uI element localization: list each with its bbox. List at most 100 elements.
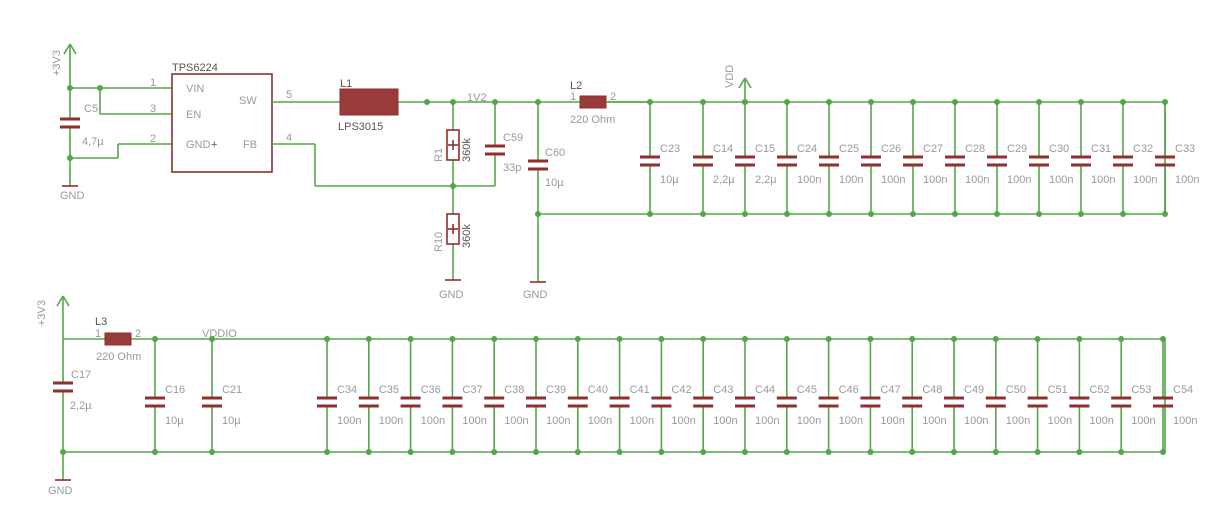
capacitor-value: 100n	[1091, 174, 1115, 186]
junction-top	[491, 336, 498, 342]
junction-bottom	[1162, 211, 1168, 217]
capacitor-value: 100n	[881, 174, 905, 186]
l2-value: 220 Ohm	[570, 114, 615, 126]
ic-tps6224: TPS6224 1 VIN 3 EN 2 GND + 5 SW 4 FB	[150, 62, 292, 173]
l3-value: 220 Ohm	[96, 351, 141, 363]
c60-name: C60	[545, 147, 565, 159]
capacitor-name: C31	[1091, 143, 1111, 155]
ic-pin-num-en: 3	[150, 103, 156, 115]
capacitor-c31: C31 100n	[1071, 99, 1115, 217]
capacitor-value: 100n	[797, 415, 821, 427]
junction-bottom	[1034, 449, 1041, 455]
top-capacitor-bank: C2310µC142,2µC152,2µC24100nC25100nC26100…	[640, 99, 1199, 217]
junction-top	[1118, 336, 1125, 342]
capacitor-value: 100n	[588, 415, 612, 427]
capacitor-value: 100n	[671, 415, 695, 427]
l3-pin1: 1	[95, 328, 101, 340]
junction-top	[647, 99, 653, 105]
capacitor-value: 100n	[379, 415, 403, 427]
junction-top	[783, 336, 790, 342]
junction-bottom	[407, 449, 414, 455]
capacitor-name: C28	[965, 143, 985, 155]
junction-top	[449, 336, 456, 342]
junction-bottom	[324, 449, 330, 455]
junction-bottom	[783, 449, 790, 455]
capacitor-name: C53	[1131, 384, 1151, 396]
capacitor-value: 100n	[923, 174, 947, 186]
gnd-label-bottom: GND	[48, 485, 73, 497]
junction-top	[868, 99, 874, 105]
capacitor-c59: C59 33p	[485, 132, 523, 174]
gnd-label-feedback: GND	[439, 289, 464, 301]
net-label-1v2: 1V2	[467, 92, 487, 104]
capacitor-value: 100n	[504, 415, 528, 427]
ic-pin-en: EN	[186, 109, 201, 121]
ic-pin-num-fb: 4	[286, 132, 292, 144]
capacitor-name: C23	[660, 143, 680, 155]
capacitor-name: C54	[1173, 384, 1193, 396]
junction-bottom	[1036, 211, 1042, 217]
capacitor-value: 10µ	[660, 174, 679, 186]
capacitor-name: C35	[379, 384, 399, 396]
capacitor-value: 2,2µ	[755, 174, 777, 186]
supply-symbol-bottom: +3V3	[36, 295, 70, 339]
junction-bottom	[910, 211, 916, 217]
capacitor-name: C43	[713, 384, 733, 396]
capacitor-name: C36	[421, 384, 441, 396]
junction-top	[1036, 99, 1042, 105]
capacitor-value: 100n	[839, 415, 863, 427]
capacitor-name: C50	[1006, 384, 1026, 396]
inductor-l1: L1 LPS3015	[338, 78, 399, 133]
junction-top	[700, 336, 707, 342]
capacitor-name: C16	[165, 384, 185, 396]
capacitor-value: 100n	[462, 415, 486, 427]
switch-node-wiring	[272, 99, 650, 280]
capacitor-name: C47	[880, 384, 900, 396]
c59-name: C59	[503, 132, 523, 144]
r10-value: 360k	[461, 224, 473, 248]
supply-label-bottom: +3V3	[36, 300, 48, 326]
capacitor-c27: C27 100n	[903, 99, 947, 217]
capacitor-value: 2,2µ	[713, 174, 735, 186]
gnd-label-output: GND	[523, 289, 548, 301]
junction-top	[910, 99, 916, 105]
junction-top	[209, 336, 215, 342]
capacitor-c5: C5 4,7µ	[60, 103, 104, 148]
gnd-label-input: GND	[60, 190, 85, 202]
junction-top	[324, 336, 330, 342]
capacitor-name: C29	[1007, 143, 1027, 155]
junction-top	[1076, 336, 1083, 342]
junction-bottom	[533, 449, 539, 455]
ic-pin-fb: FB	[243, 139, 257, 151]
ic-pin-num-vin: 1	[150, 77, 156, 89]
capacitor-name: C33	[1175, 143, 1195, 155]
capacitor-name: C27	[923, 143, 943, 155]
capacitor-value: 100n	[630, 415, 654, 427]
ic-pin-sw: SW	[239, 95, 257, 107]
l2-pin2: 2	[610, 91, 616, 103]
junction-bottom	[574, 449, 581, 455]
junction-top	[1120, 99, 1126, 105]
junction-bottom	[951, 449, 957, 455]
l1-value: LPS3015	[338, 121, 383, 133]
junction-top	[826, 99, 832, 105]
supply-label-top: +3V3	[51, 50, 63, 76]
junction-top	[742, 99, 748, 105]
junction-top	[951, 336, 957, 342]
capacitor-name: C49	[964, 384, 984, 396]
junction-top	[1162, 99, 1168, 105]
